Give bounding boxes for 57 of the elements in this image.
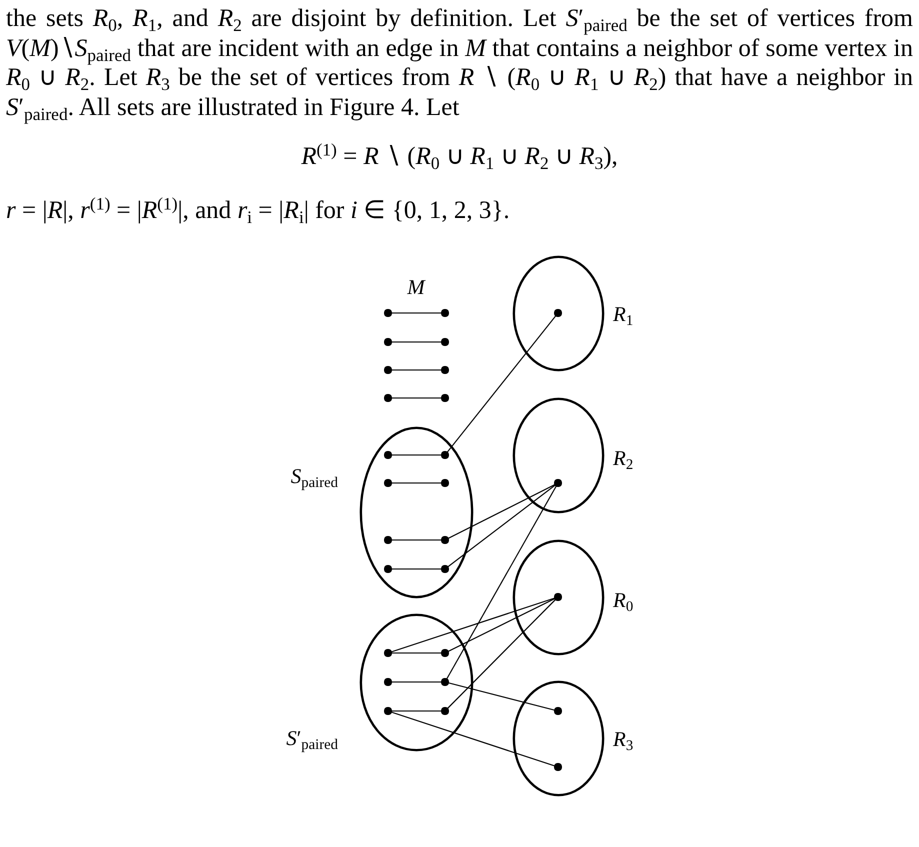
vertex-dot xyxy=(441,451,449,459)
equation: R$^{(1)}$ = R ∖ (R$_{0}$ ∪ R$_{1}$ ∪ R$_{2}$ ∪ R$_{3}$), xyxy=(301,142,618,172)
edge-line xyxy=(392,454,442,456)
edge-line xyxy=(448,484,556,539)
edge-line xyxy=(392,710,442,712)
set-label: S$_{paired}$ xyxy=(290,464,338,488)
edge-line xyxy=(392,652,442,654)
edge-line xyxy=(448,484,556,568)
vertex-dot xyxy=(554,309,562,317)
set-label: S′$_{paired}$ xyxy=(286,726,338,750)
vertex-dot xyxy=(441,678,449,686)
vertex-dot xyxy=(384,309,392,317)
vertex-dot xyxy=(384,707,392,715)
vertex-dot xyxy=(384,479,392,487)
vertex-dot xyxy=(441,649,449,657)
edge-line xyxy=(392,369,442,371)
vertex-dot xyxy=(441,338,449,346)
vertex-dot xyxy=(384,649,392,657)
vertex-dot xyxy=(384,678,392,686)
edge-line xyxy=(392,568,442,570)
edge-line xyxy=(392,397,442,399)
edge-line xyxy=(446,486,557,680)
vertex-dot xyxy=(554,479,562,487)
set-label: R$_{0}$ xyxy=(613,588,634,612)
vertex-dot xyxy=(384,394,392,402)
edge-line xyxy=(446,315,556,453)
vertex-dot xyxy=(384,366,392,374)
vertex-dot xyxy=(384,451,392,459)
edge-line xyxy=(392,312,442,314)
edge-line xyxy=(391,598,555,652)
vertex-dot xyxy=(384,338,392,346)
vertex-dot xyxy=(554,707,562,715)
vertex-dot xyxy=(441,565,449,573)
vertex-dot xyxy=(441,536,449,544)
edge-line xyxy=(392,482,442,484)
vertex-dot xyxy=(554,593,562,601)
set-label: R$_{3}$ xyxy=(613,726,634,752)
vertex-dot xyxy=(384,565,392,573)
edge-line xyxy=(392,539,442,541)
paragraph: the sets R$_{0}$, R$_{1}$, and R$_{2}$ are disjoint by definition. Let S′$_{paired}$ be the set of vertices from V(M)∖S$_{paired}$ that are incident with an edge in M that contains a neighbor of some vertex in R$_{0}$ ∪ R$_{2}$. Let R$_{3}$ be the set of vertices from R ∖ (R$_{0}$ ∪ R$_{1}$ ∪ R$_{2}$) that have a neighbor in S′$_{paired}$. All sets are illustrated in Figure 4. Let xyxy=(6,4,913,122)
edge-line xyxy=(392,341,442,343)
edge-line xyxy=(448,598,556,652)
edge-line xyxy=(392,681,442,683)
vertex-dot xyxy=(384,536,392,544)
vertex-dot xyxy=(441,309,449,317)
vertex-dot xyxy=(441,394,449,402)
edge-line xyxy=(448,682,555,711)
vertex-dot xyxy=(441,366,449,374)
edge-line xyxy=(391,712,555,766)
text-line: r = |R|, r$^{(1)}$ = |R$^{(1)}$|, and r$_{i}$ = |R$_{i}$| for i ∈ {0, 1, 2, 3}. xyxy=(6,196,510,226)
set-label: R$_{2}$ xyxy=(613,446,634,470)
vertex-dot xyxy=(554,763,562,771)
vertex-dot xyxy=(441,479,449,487)
edge-line xyxy=(447,599,556,709)
vertex-dot xyxy=(441,707,449,715)
matching-label: M xyxy=(407,274,425,300)
set-label: R$_{1}$ xyxy=(613,302,634,326)
